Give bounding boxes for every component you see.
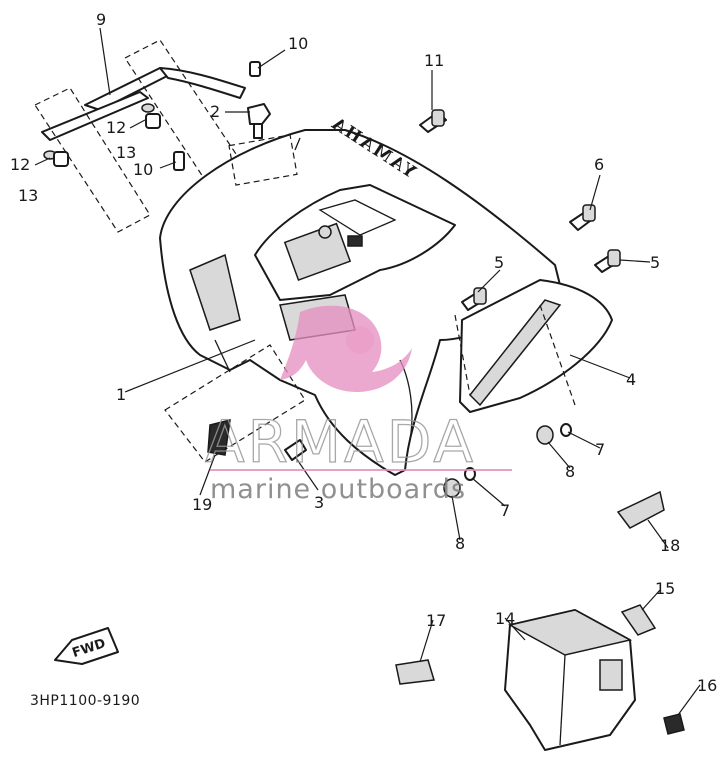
watermark-subtitle: marine outboards	[210, 474, 466, 505]
part-19-pad	[207, 419, 231, 456]
callout-4: 4	[626, 370, 636, 389]
callout-5-right: 5	[650, 253, 660, 272]
callout-13-upper: 13	[116, 143, 136, 162]
callout-15: 15	[655, 579, 675, 598]
callout-8-lower: 8	[455, 534, 465, 553]
leader-lines	[34, 27, 701, 716]
bolts-5-6-11-3	[284, 109, 621, 461]
part-15-16-fasteners	[620, 604, 685, 735]
callout-12-lower: 12	[10, 155, 30, 174]
callout-11: 11	[424, 51, 444, 70]
callout-6: 6	[594, 155, 604, 174]
watermark: ARMADA marine outboards	[204, 305, 512, 505]
part-18-clip	[616, 490, 665, 529]
part-14-housing	[504, 609, 636, 751]
part-12-13-fasteners	[43, 61, 271, 171]
callout-1: 1	[116, 385, 126, 404]
part-4-apron	[454, 279, 613, 413]
callout-12-upper: 12	[106, 118, 126, 137]
callout-8-right: 8	[565, 462, 575, 481]
callout-14: 14	[495, 609, 515, 628]
callout-10-left: 10	[133, 160, 153, 179]
callout-16: 16	[697, 676, 717, 695]
part-17-plate	[395, 659, 435, 685]
callout-3: 3	[314, 493, 324, 512]
callout-19: 19	[192, 495, 212, 514]
diagram-code: 3HP1100-9190	[30, 693, 140, 709]
callout-13-lower: 13	[18, 186, 38, 205]
callout-18: 18	[660, 536, 680, 555]
callout-17: 17	[426, 611, 446, 630]
watermark-logo-icon	[280, 305, 412, 392]
callout-10-top: 10	[288, 34, 308, 53]
callout-7-right: 7	[595, 440, 605, 459]
callout-7-lower: 7	[500, 501, 510, 520]
part-19-outline	[164, 344, 306, 463]
part-9-guard-bars	[34, 39, 246, 233]
callout-9: 9	[96, 10, 106, 29]
fwd-arrow: FWD	[54, 627, 119, 665]
callout-5-left: 5	[494, 253, 504, 272]
callout-2: 2	[210, 102, 220, 121]
watermark-title: ARMADA	[205, 408, 476, 476]
